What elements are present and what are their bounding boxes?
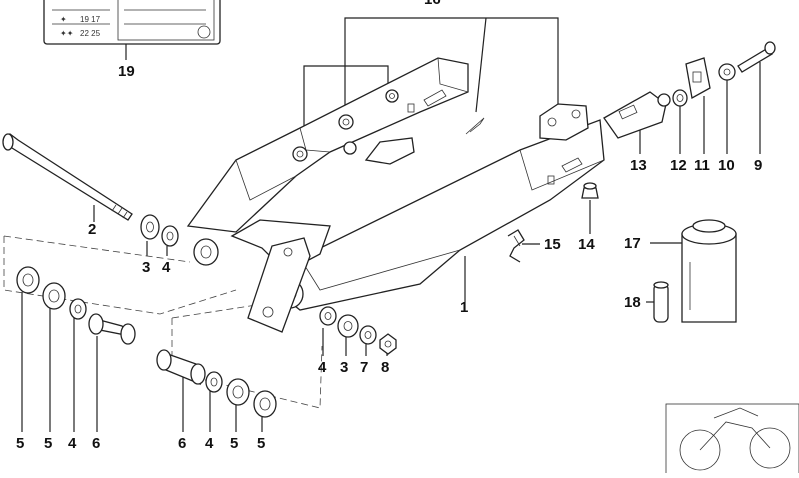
callout-3-c: 3 bbox=[340, 359, 348, 376]
callout-11: 11 bbox=[694, 157, 710, 174]
rear-mount-plate bbox=[539, 103, 589, 141]
callout-8: 8 bbox=[381, 359, 389, 376]
callout-3-upper: 3 bbox=[142, 259, 150, 276]
upper-bracket bbox=[292, 89, 485, 165]
spray-can bbox=[681, 219, 737, 323]
callout-14: 14 bbox=[578, 236, 595, 253]
callout-7: 7 bbox=[360, 359, 368, 376]
grease-nipple bbox=[581, 182, 599, 199]
label-sheet-row-2: 22 25 bbox=[80, 29, 101, 38]
leader-lines bbox=[21, 17, 761, 432]
grease-tube bbox=[653, 281, 669, 323]
callout-12: 12 bbox=[670, 157, 687, 174]
callout-16: 16 bbox=[424, 0, 441, 8]
washer-pair-upper bbox=[140, 214, 179, 247]
callout-4-c: 4 bbox=[318, 359, 327, 376]
callout-4-b: 4 bbox=[205, 435, 214, 452]
callout-17: 17 bbox=[624, 235, 641, 252]
chain-adjuster bbox=[603, 41, 776, 139]
callout-13: 13 bbox=[630, 157, 647, 174]
pivot-bolt bbox=[2, 133, 133, 221]
callout-5-a: 5 bbox=[16, 435, 24, 452]
callout-15: 15 bbox=[544, 236, 561, 253]
callout-1: 1 bbox=[460, 299, 468, 316]
washer-set-lower bbox=[319, 306, 397, 355]
callout-19: 19 bbox=[118, 63, 135, 80]
callout-5-c: 5 bbox=[230, 435, 238, 452]
callout-4-a: 4 bbox=[68, 435, 77, 452]
label-sheet: ✦ ✦✦ 19 17 22 25 bbox=[43, 0, 221, 45]
callout-10: 10 bbox=[718, 157, 735, 174]
svg-text:✦: ✦ bbox=[60, 15, 67, 24]
linkage-plate bbox=[247, 237, 311, 333]
label-sheet-row-1: 19 17 bbox=[80, 15, 101, 24]
callout-6-b: 6 bbox=[178, 435, 186, 452]
callout-6-a: 6 bbox=[92, 435, 100, 452]
callout-18: 18 bbox=[624, 294, 641, 311]
callout-9: 9 bbox=[754, 157, 762, 174]
callouts: 19 16 2 3 4 1 15 14 13 12 11 10 9 17 18 … bbox=[16, 0, 762, 452]
bearing-set-right bbox=[156, 349, 277, 418]
callout-5-d: 5 bbox=[257, 435, 265, 452]
bearing-set-left bbox=[16, 266, 136, 345]
bike-thumbnail bbox=[665, 403, 799, 478]
callout-4-upper: 4 bbox=[162, 259, 171, 276]
callout-5-b: 5 bbox=[44, 435, 52, 452]
cable-clip bbox=[507, 229, 525, 263]
callout-2: 2 bbox=[88, 221, 96, 238]
svg-text:✦✦: ✦✦ bbox=[60, 29, 74, 38]
